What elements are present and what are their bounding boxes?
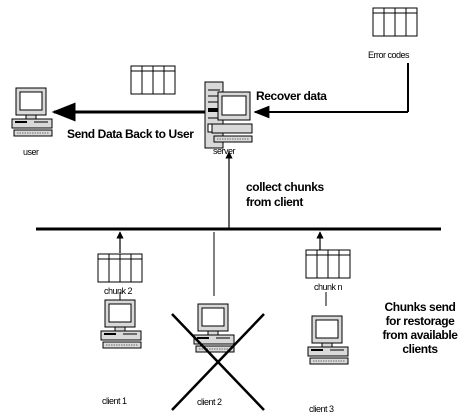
client-3-computer-icon [308, 316, 348, 364]
user-computer-icon [12, 88, 52, 136]
send-back-label: Send Data Back to User [67, 127, 194, 141]
error-codes-block-icon [373, 8, 417, 36]
client-1-label: client 1 [102, 396, 127, 406]
error-codes-label: Error codes [368, 50, 409, 60]
chunk-n-block-icon [306, 250, 350, 278]
chunk-2-label: chunk 2 [104, 286, 132, 296]
recover-data-label: Recover data [256, 89, 327, 103]
chunks-send-note: Chunks send for restorage from available… [381, 300, 459, 356]
client-2-label: client 2 [197, 397, 222, 407]
chunk-2-block-icon [98, 254, 142, 282]
user-label: user [23, 147, 39, 157]
recovered-data-block-icon [131, 66, 175, 94]
server-tower-icon [205, 82, 252, 148]
chunk-n-label: chunk n [314, 282, 342, 292]
client-1-computer-icon [101, 300, 141, 348]
server-label: server [213, 146, 235, 156]
collect-chunks-label: collect chunks from client [246, 180, 344, 210]
client-3-label: client 3 [309, 404, 334, 414]
